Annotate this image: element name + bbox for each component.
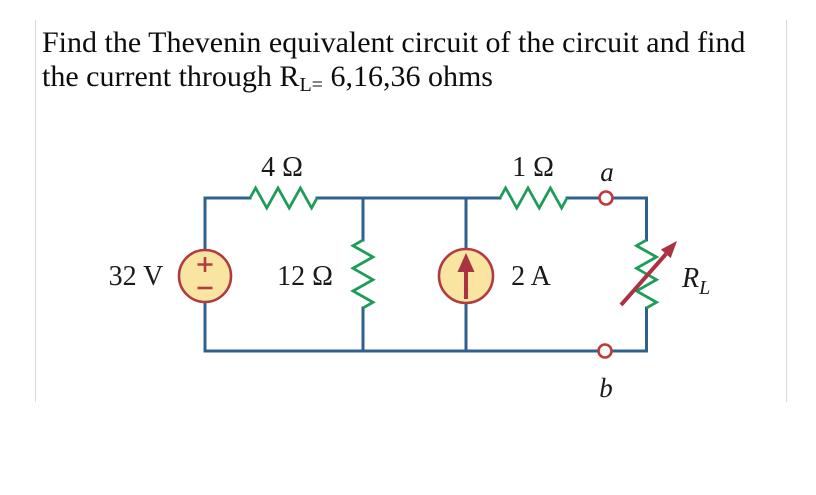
terminal-b-node: [597, 343, 613, 359]
variable-resistor-arrow-shaft-icon: [619, 252, 668, 307]
label-rl-sub: L: [698, 277, 710, 299]
content-frame: [35, 20, 787, 402]
plus-icon: [197, 257, 213, 272]
label-load-resistor: RL: [681, 263, 710, 299]
label-terminal-a: a: [600, 157, 614, 187]
label-4ohm: 4 Ω: [261, 152, 303, 183]
terminal-a-node: [598, 190, 614, 206]
label-2a: 2 A: [511, 261, 551, 292]
resistor-4ohm-zigzag: [248, 185, 319, 211]
voltage-source-circle: [177, 248, 233, 304]
variable-resistor-arrow-head-icon: [660, 241, 677, 259]
current-source: [437, 247, 495, 305]
wires: [203, 196, 648, 353]
problem-line-2-values: 6,16,36 ohms: [322, 60, 493, 93]
label-1ohm: 1 Ω: [512, 152, 554, 183]
rl-subscript-text: L=: [299, 74, 323, 96]
problem-statement: Find the Thevenin equivalent circuit of …: [42, 26, 787, 96]
problem-line-2: the current through RL= 6,16,36 ohms: [42, 60, 787, 96]
up-arrow-head-icon: [457, 253, 475, 272]
label-32v: 32 V: [109, 261, 164, 292]
problem-line-2-text: the current through R: [42, 60, 300, 93]
load-resistor-arrow: [619, 241, 677, 307]
voltage-source: [177, 248, 233, 304]
label-12ohm: 12 Ω: [277, 261, 333, 292]
label-terminal-b: b: [599, 373, 613, 403]
problem-line-1: Find the Thevenin equivalent circuit of …: [42, 26, 746, 59]
label-rl-main: R: [681, 263, 699, 294]
resistor-1ohm-zigzag: [498, 185, 569, 211]
resistor-12ohm-zigzag: [350, 238, 376, 310]
